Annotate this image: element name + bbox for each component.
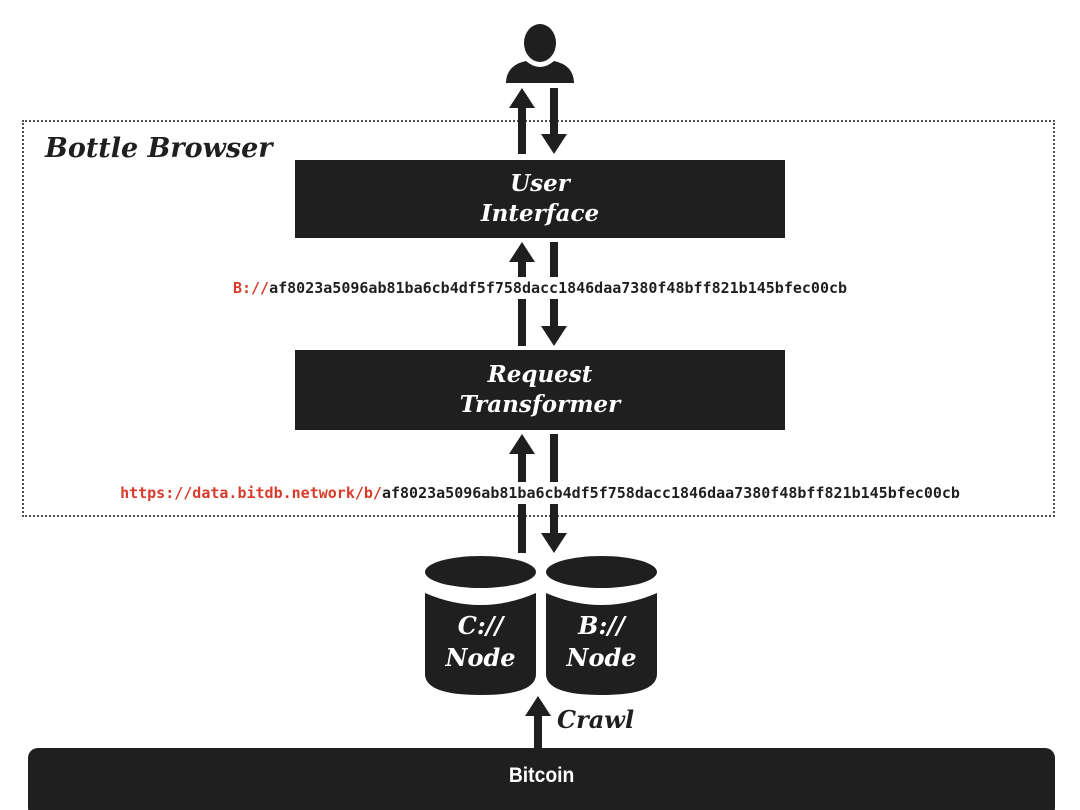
b-node-database-cylinder: B:// Node (545, 555, 658, 695)
user-interface-line1: User (510, 169, 570, 197)
request-transformer-line1: Request (487, 360, 593, 388)
b-protocol-url: B://af8023a5096ab81ba6cb4df5f758dacc1846… (224, 277, 856, 299)
bitdb-url-hash: af8023a5096ab81ba6cb4df5f758dacc1846daa7… (381, 484, 960, 502)
up-arrow-icon (509, 242, 535, 346)
request-transformer-box: Request Transformer (295, 350, 785, 430)
user-icon (504, 23, 576, 89)
crawl-label: Crawl (557, 705, 635, 734)
bitdb-url-prefix: https://data.bitdb.network/b/ (120, 484, 382, 502)
c-node-label: Node (445, 643, 516, 672)
bottle-browser-container (22, 120, 1055, 517)
request-transformer-line2: Transformer (459, 391, 621, 418)
bitcoin-label: Bitcoin (508, 764, 575, 787)
user-interface-line2: Interface (480, 200, 600, 227)
user-interface-box: User Interface (295, 160, 785, 238)
b-node-label: Node (566, 643, 637, 672)
crawl-up-arrow-icon (525, 696, 551, 748)
c-node-protocol: C:// (457, 610, 504, 640)
bottle-browser-label: Bottle Browser (45, 133, 273, 164)
bitdb-url: https://data.bitdb.network/b/af8023a5096… (112, 482, 968, 504)
b-protocol-url-hash: af8023a5096ab81ba6cb4df5f758dacc1846daa7… (269, 279, 848, 297)
bitcoin-layer-bar: Bitcoin (28, 748, 1055, 810)
down-arrow-icon (541, 88, 567, 154)
up-arrow-icon (509, 88, 535, 154)
b-node-protocol: B:// (578, 610, 625, 640)
c-node-database-cylinder: C:// Node (424, 555, 537, 695)
b-protocol-url-prefix: B:// (232, 279, 270, 297)
